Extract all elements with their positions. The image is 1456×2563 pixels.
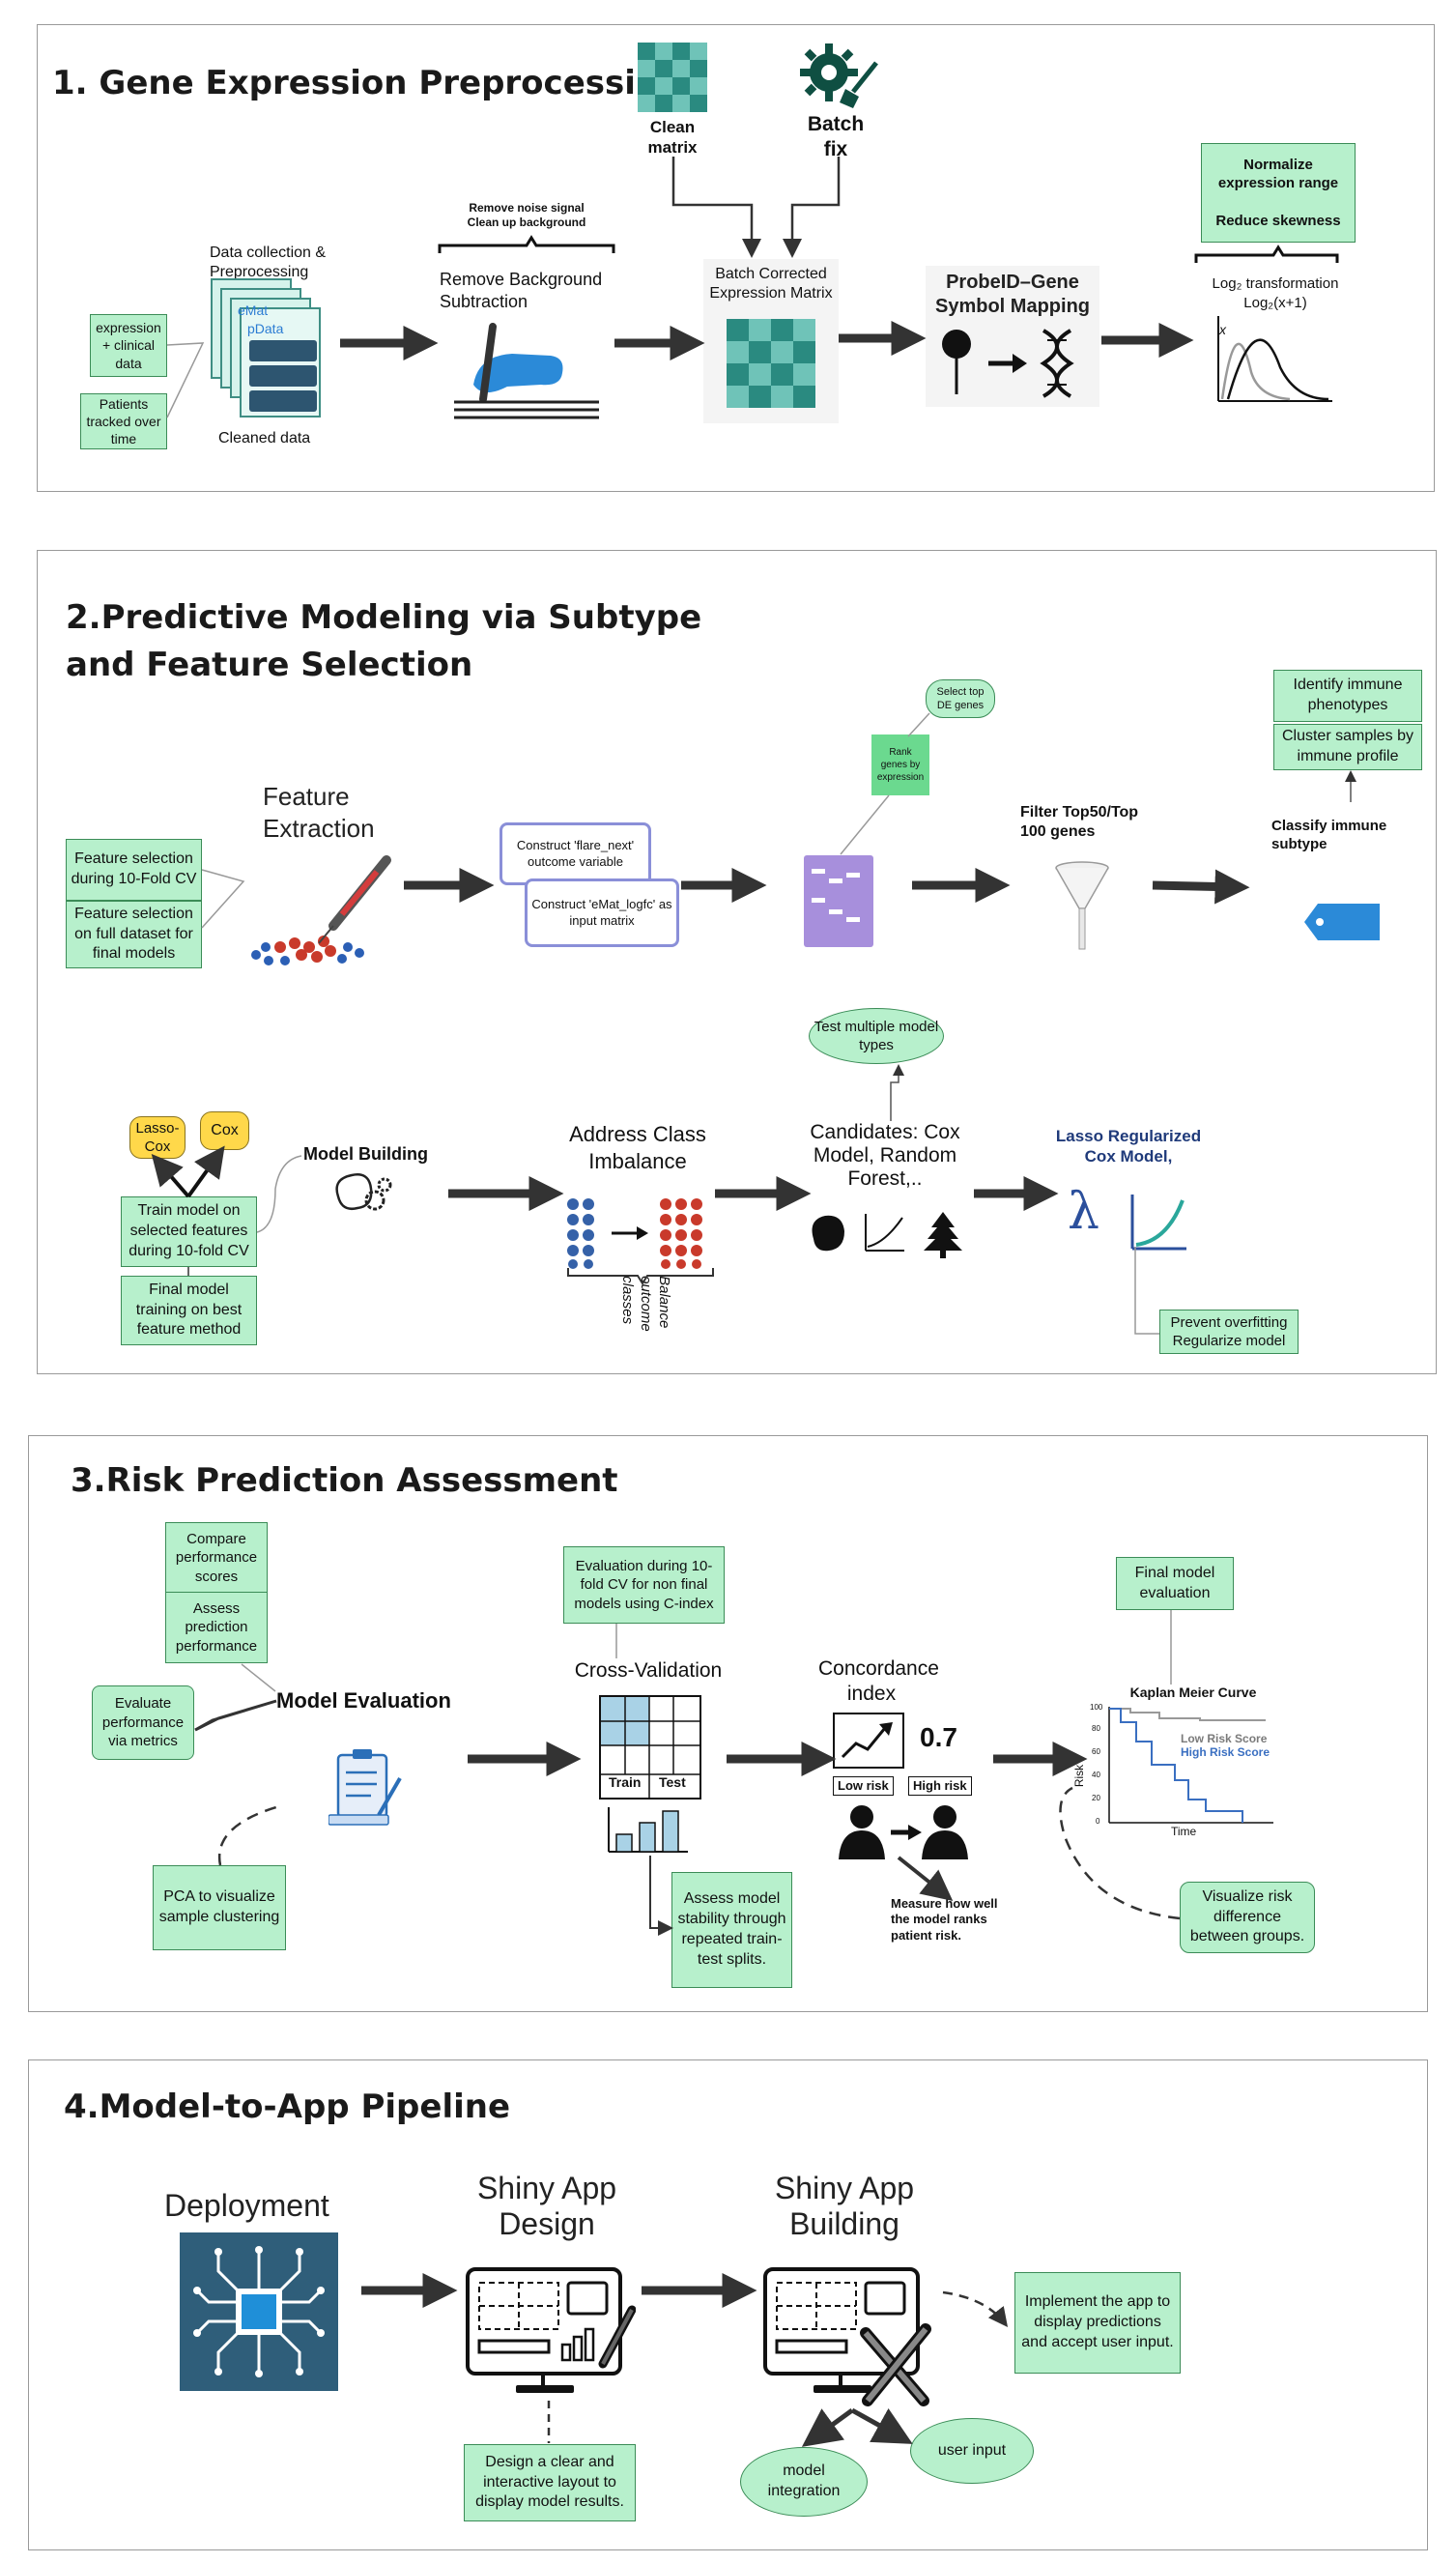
balance-label: Balance outcome classes: [619, 1276, 673, 1332]
identify-immune-box: Identify immune phenotypes: [1273, 670, 1422, 722]
shiny-building-label: Shiny App Building: [774, 2171, 915, 2241]
filter-label: Filter Top50/Top 100 genes: [1020, 804, 1139, 840]
train-cv-box: Train model on selected features during …: [121, 1196, 257, 1267]
database-icon: [249, 340, 317, 416]
noise-note: Remove noise signal Clean up background: [467, 201, 586, 229]
batch-fix-label: Batch fix: [807, 113, 865, 161]
probe-dna-icon: [935, 327, 1090, 400]
fs-cv-box: Feature selection during 10-Fold CV: [66, 839, 202, 901]
panel2-title: 2.Predictive Modeling via Subtype and Fe…: [66, 598, 702, 685]
cv-bars-icon: [607, 1807, 688, 1854]
km-plot: [1092, 1703, 1275, 1838]
pca-box: PCA to visualize sample clustering: [153, 1865, 286, 1950]
measure-label: Measure how well the model ranks patient…: [891, 1896, 998, 1943]
cv-grid-icon: [599, 1695, 701, 1800]
design-monitor-icon: [462, 2265, 637, 2401]
shiny-design-label: Shiny App Design: [476, 2171, 617, 2241]
visualize-risk-box: Visualize risk difference between groups…: [1180, 1882, 1315, 1953]
candidate-models-icon: [808, 1210, 972, 1258]
patients-tracked-box: Patients tracked over time: [80, 393, 167, 449]
km-risk-label: Risk: [1072, 1764, 1087, 1788]
c-index-value: 0.7: [920, 1722, 957, 1752]
expr-clinical-box: expression + clinical data: [90, 314, 167, 377]
evaluate-metrics-box: Evaluate performance via metrics: [92, 1685, 194, 1760]
implement-box: Implement the app to display predictions…: [1014, 2272, 1181, 2374]
lasso-cox-box: Lasso-Cox: [129, 1116, 186, 1159]
panel3-title: 3.Risk Prediction Assessment: [71, 1461, 618, 1500]
curve-x-label: x: [1219, 322, 1226, 337]
assess-stability-box: Assess model stability through repeated …: [671, 1872, 792, 1988]
km-low-label: Low Risk Score: [1181, 1732, 1268, 1745]
gear-brush-icon: [797, 39, 879, 111]
emat-label: eMat: [238, 302, 269, 318]
km-title: Kaplan Meier Curve: [1129, 1685, 1257, 1700]
lasso-curve-icon: [1128, 1193, 1188, 1253]
building-monitor-icon: [759, 2265, 933, 2410]
panel1-title: 1. Gene Expression Preprocessing: [52, 64, 683, 102]
final-train-box: Final model training on best feature met…: [121, 1276, 257, 1345]
probe-mapping-label: ProbeID–Gene Symbol Mapping: [935, 272, 1090, 317]
construct-flare-box: Construct 'flare_next' outcome variable: [500, 822, 651, 885]
high-risk-label: High risk: [908, 1776, 972, 1797]
fs-full-box: Feature selection on full dataset for fi…: [66, 901, 202, 968]
test-multiple-box: Test multiple model types: [809, 1008, 944, 1064]
model-integration-box: model integration: [740, 2447, 868, 2517]
model-eval-label: Model Evaluation: [276, 1688, 451, 1713]
rank-genes-box: Rank genes by expression: [871, 734, 929, 795]
brain-gears-icon: [330, 1169, 392, 1220]
patients-icon: [837, 1803, 972, 1861]
cross-val-label: Cross-Validation: [574, 1659, 723, 1682]
log-transform-label: Log₂ transformation: [1212, 275, 1339, 292]
address-imbalance-label: Address Class Imbalance: [569, 1122, 706, 1173]
pdata-label: pData: [247, 321, 284, 336]
distribution-curves: [1213, 314, 1333, 403]
concordance-label: Concordance index: [818, 1657, 939, 1706]
classify-label: Classify immune subtype: [1271, 818, 1387, 852]
design-layout-box: Design a clear and interactive layout to…: [464, 2444, 636, 2521]
class-balance-icon: [565, 1196, 710, 1269]
train-label: Train: [609, 1774, 642, 1790]
clean-matrix-label: Clean matrix: [647, 118, 698, 158]
funnel-icon: [1053, 860, 1111, 952]
cluster-samples-box: Cluster samples by immune profile: [1273, 724, 1422, 770]
cleaned-data-label: Cleaned data: [218, 430, 311, 446]
cox-box: Cox: [200, 1111, 249, 1150]
batch-corrected-label: Batch Corrected Expression Matrix: [709, 266, 833, 302]
construct-emat-box: Construct 'eMat_logfc' as input matrix: [525, 878, 679, 947]
chip-icon: [180, 2232, 338, 2391]
km-time-label: Time: [1171, 1825, 1197, 1838]
hand-pen-icon: [454, 307, 599, 423]
select-top-genes-box: Select top DE genes: [926, 679, 995, 718]
data-collection-label: Data collection & Preprocessing: [210, 245, 327, 280]
panel4-title: 4.Model-to-App Pipeline: [64, 2088, 511, 2126]
prevent-overfit-box: Prevent overfitting Regularize model: [1159, 1310, 1299, 1354]
lambda-symbol: λ: [1068, 1183, 1099, 1241]
gel-plate-icon: [804, 855, 873, 947]
syringe-cells-icon: [242, 850, 406, 976]
concordance-chart-icon: [833, 1713, 904, 1769]
clean-matrix-icon: [638, 43, 707, 112]
log-formula-label: Log₂(x+1): [1243, 295, 1307, 311]
low-risk-label: Low risk: [833, 1776, 894, 1797]
tag-icon: [1304, 902, 1382, 942]
final-eval-box: Final model evaluation: [1116, 1557, 1234, 1610]
remove-bg-label: Remove Background Subtraction: [440, 270, 603, 311]
model-building-label: Model Building: [303, 1144, 428, 1164]
candidates-label: Candidates: Cox Model, Random Forest,..: [810, 1121, 960, 1191]
assess-prediction-box: Assess prediction performance: [165, 1592, 268, 1663]
normalize-box: Normalize expression range Reduce skewne…: [1201, 143, 1356, 243]
clipboard-icon: [328, 1749, 408, 1827]
eval-cv-box: Evaluation during 10-fold CV for non fin…: [563, 1546, 725, 1624]
batch-matrix-icon: [727, 319, 815, 408]
lasso-reg-label: Lasso Regularized Cox Model,: [1055, 1127, 1202, 1166]
compare-scores-box: Compare performance scores: [165, 1522, 268, 1594]
km-high-label: High Risk Score: [1181, 1745, 1270, 1759]
feature-extraction-label: Feature Extraction: [263, 782, 375, 843]
user-input-box: user input: [910, 2418, 1034, 2484]
test-label: Test: [659, 1774, 686, 1790]
deployment-label: Deployment: [164, 2188, 329, 2223]
